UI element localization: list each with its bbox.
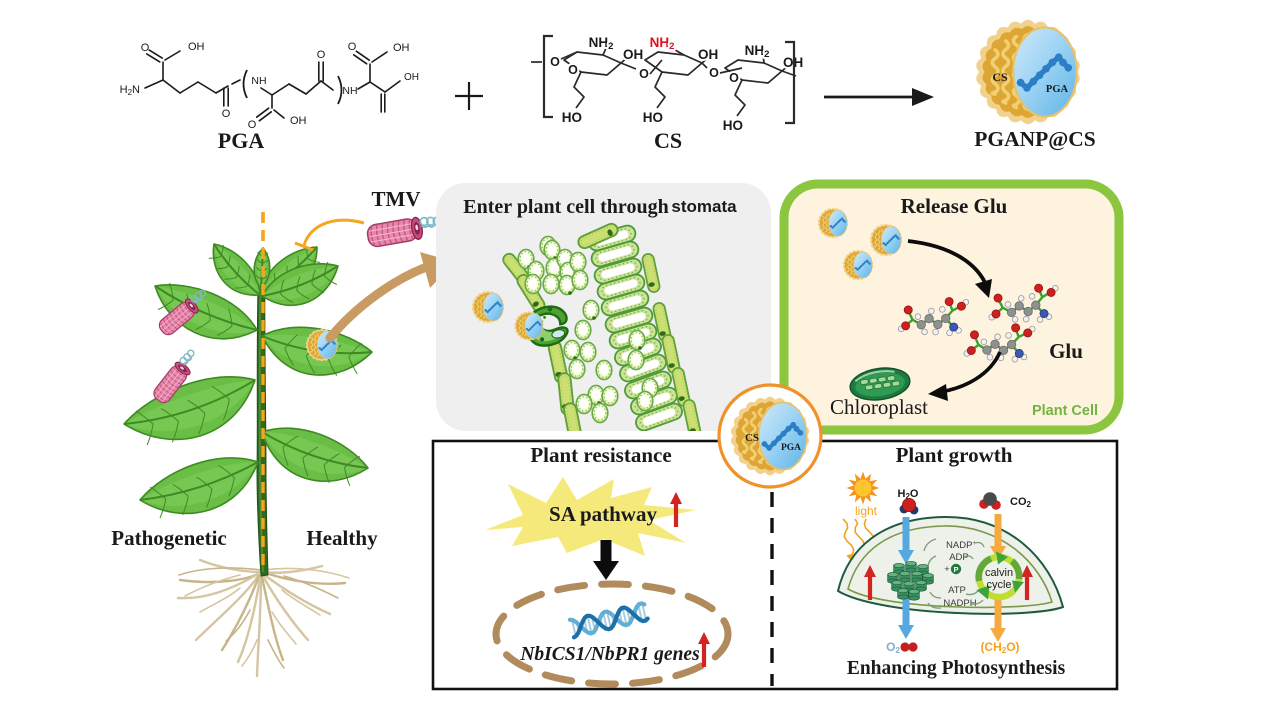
svg-text:O: O <box>709 66 719 80</box>
svg-text:cycle: cycle <box>986 579 1011 591</box>
svg-text:+: + <box>944 564 949 574</box>
svg-text:stomata: stomata <box>671 197 737 216</box>
svg-text:O: O <box>141 42 150 54</box>
svg-text:OH: OH <box>698 47 718 62</box>
svg-text:Plant Cell: Plant Cell <box>1032 403 1098 419</box>
svg-text:O: O <box>729 71 739 85</box>
svg-text:Enhancing Photosynthesis: Enhancing Photosynthesis <box>847 658 1066 679</box>
svg-text:Release Glu: Release Glu <box>901 194 1008 218</box>
svg-text:Healthy: Healthy <box>306 526 378 550</box>
svg-text:NADPH: NADPH <box>943 598 976 609</box>
svg-text:(CH2O): (CH2O) <box>980 640 1019 655</box>
svg-text:NADP+: NADP+ <box>946 540 976 551</box>
svg-text:Plant growth: Plant growth <box>896 443 1013 467</box>
svg-text:NbICS1/NbPR1 genes: NbICS1/NbPR1 genes <box>519 644 699 665</box>
svg-text:O: O <box>568 63 578 77</box>
svg-text:OH: OH <box>404 72 419 83</box>
svg-text:NH2: NH2 <box>650 35 675 52</box>
svg-text:O: O <box>317 49 326 61</box>
svg-text:HO: HO <box>643 110 663 125</box>
svg-text:O: O <box>348 41 357 53</box>
svg-text:NH2: NH2 <box>745 43 770 60</box>
svg-text:ADP: ADP <box>949 552 969 563</box>
svg-text:CS: CS <box>654 128 682 153</box>
svg-text:PGANP@CS: PGANP@CS <box>974 127 1096 151</box>
svg-text:HO: HO <box>562 110 582 125</box>
svg-text:Chloroplast: Chloroplast <box>830 395 928 419</box>
svg-text:SA pathway: SA pathway <box>549 502 657 526</box>
svg-text:PGA: PGA <box>1046 84 1069 95</box>
svg-text:Plant resistance: Plant resistance <box>530 443 671 467</box>
svg-text:Glu: Glu <box>1049 339 1083 363</box>
svg-text:OH: OH <box>623 47 643 62</box>
svg-text:ATP: ATP <box>948 585 966 596</box>
svg-text:P: P <box>953 565 958 574</box>
svg-text:H2O: H2O <box>898 488 919 501</box>
svg-text:NH2: NH2 <box>589 35 614 52</box>
svg-text:light: light <box>855 504 878 518</box>
svg-text:CS: CS <box>745 432 759 444</box>
svg-text:O: O <box>550 55 560 69</box>
svg-text:O: O <box>639 67 649 81</box>
svg-text:PGA: PGA <box>218 128 265 153</box>
svg-text:NH: NH <box>251 75 266 87</box>
svg-text:CO2: CO2 <box>1010 496 1032 509</box>
svg-text:Enter plant cell through: Enter plant cell through <box>463 196 668 218</box>
svg-text:OH: OH <box>290 115 307 127</box>
svg-text:NH: NH <box>342 85 357 97</box>
svg-text:O: O <box>222 108 231 120</box>
svg-text:Pathogenetic: Pathogenetic <box>111 526 226 550</box>
svg-text:H2N: H2N <box>120 84 140 97</box>
svg-text:TMV: TMV <box>372 187 421 211</box>
svg-text:HO: HO <box>723 118 743 133</box>
svg-text:O: O <box>248 119 257 131</box>
svg-text:CS: CS <box>992 70 1008 84</box>
svg-text:calvin: calvin <box>985 567 1013 579</box>
svg-text:PGA: PGA <box>781 443 801 453</box>
svg-text:OH: OH <box>393 42 410 54</box>
svg-text:OH: OH <box>188 41 205 53</box>
